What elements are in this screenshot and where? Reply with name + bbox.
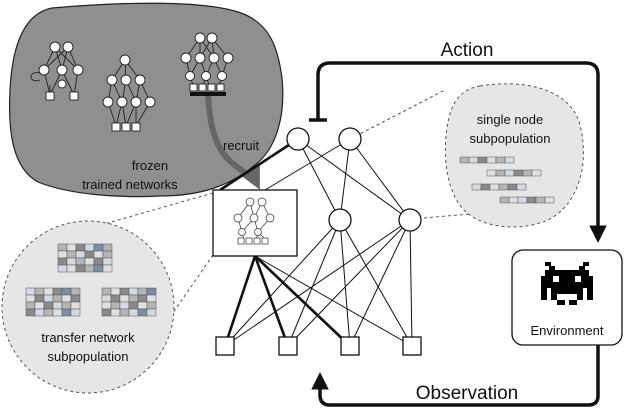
environment-box (511, 249, 623, 346)
frozen-network-2-icon (102, 54, 156, 132)
transfer-network-subpopulation-bubble (1, 220, 175, 394)
genome-grid-icon (25, 287, 81, 317)
recruited-module-box (212, 189, 298, 257)
action-arrow (316, 61, 607, 243)
genome-bar-icon (471, 183, 482, 191)
input-node (278, 336, 298, 356)
frozen-label-line1: frozen (132, 158, 168, 173)
transfer-callout-line (47, 192, 214, 241)
recruited-network-edges (219, 137, 351, 347)
frozen-network-1-icon (30, 41, 84, 101)
transfer-label-line1: transfer network (41, 330, 135, 345)
input-node (215, 336, 235, 356)
observation-label: Observation (416, 383, 518, 404)
recruit-label: recruit (223, 138, 260, 153)
single-node-callout-line (411, 213, 471, 220)
environment-label: Environment (531, 323, 604, 338)
genome-bar-icon (459, 156, 470, 164)
input-node (402, 336, 422, 356)
single-node-subpopulation-bubble (444, 83, 584, 228)
observation-arrow (311, 344, 600, 407)
single-node-label-line1: single node (477, 112, 544, 127)
transfer-genomes (25, 243, 157, 317)
neural-network-icon (233, 197, 275, 245)
space-invader-icon (541, 262, 593, 305)
hidden-node (398, 208, 422, 232)
recruit-arrow (205, 95, 260, 190)
action-label: Action (441, 40, 494, 61)
transfer-callout-line (167, 254, 214, 321)
frozen-network-3-icon (180, 32, 234, 92)
hidden-node (328, 208, 352, 232)
genome-grid-icon (101, 287, 157, 317)
output-node (338, 127, 362, 151)
genome-bar-icon (499, 196, 510, 204)
single-node-callout-line (349, 89, 446, 140)
genome-grid-icon (57, 243, 113, 273)
single-node-genomes (459, 156, 555, 204)
input-node (340, 336, 360, 356)
transfer-label-line2: subpopulation (48, 349, 129, 364)
single-node-label-line2: subpopulation (470, 131, 551, 146)
genome-bar-icon (486, 169, 497, 177)
frozen-label-line2: trained networks (82, 177, 178, 192)
output-node (286, 127, 310, 151)
